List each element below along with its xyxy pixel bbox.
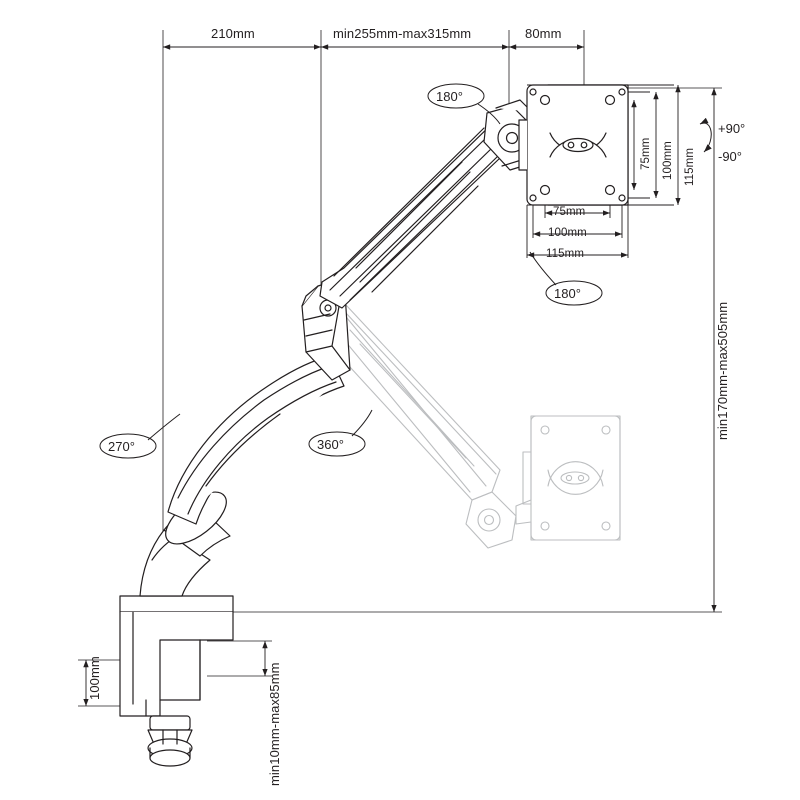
angle-arm-270: 270° [108,439,135,454]
dim-vesa-100-horizontal: 100mm [548,227,587,239]
desk-clamp [119,595,234,767]
tilt-arc-indicator [699,117,712,153]
lower-arm [167,355,345,525]
dim-vesa-115-vertical: 115mm [684,148,696,186]
dim-clamp-height: 100mm [87,656,102,700]
dim-vesa-115-horizontal: 115mm [546,248,584,260]
angle-callout-tails [147,103,557,441]
angle-screen-180: 180° [554,286,581,301]
monitor-arm-assembly [119,84,629,767]
dim-arm-extension: min255mm-max315mm [333,26,472,41]
angle-callout-outlines [99,83,603,459]
dim-height-range: min170mm-max505mm [715,301,730,440]
dim-desk-thickness: min10mm-max85mm [267,662,282,786]
ghost-arm-assembly [315,289,621,549]
angle-tilt-up: +90° [718,121,746,136]
bottom-dimension-lines [83,641,268,706]
dim-vesa-100-vertical: 100mm [662,141,674,180]
dim-vesa-75-horizontal: 75mm [553,206,586,218]
dim-vesa-75-vertical: 75mm [640,137,652,170]
upper-gas-spring-arm [319,119,515,309]
angle-tilt-down: -90° [718,149,742,164]
dim-210mm: 210mm [211,26,255,41]
vesa-plate [518,84,629,206]
angle-base-360: 360° [317,437,344,452]
dim-80mm: 80mm [525,26,562,41]
angle-tilt-180: 180° [436,89,463,104]
